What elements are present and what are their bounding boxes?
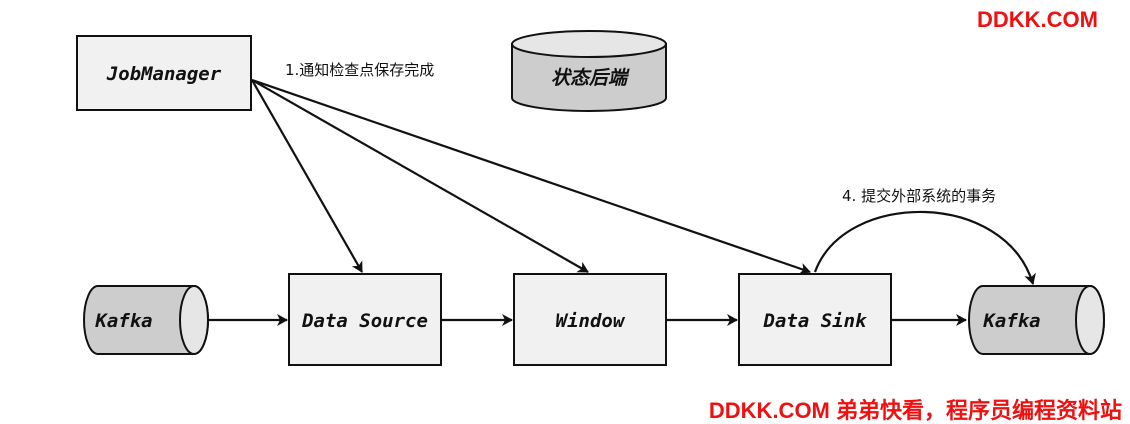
- arrow-jobmanager-to-window: [251, 79, 589, 273]
- window-node: Window: [513, 273, 667, 366]
- kafka-source-node: Kafka: [83, 285, 209, 355]
- watermark-bottom: DDKK.COM 弟弟快看，程序员编程资料站: [709, 398, 1122, 423]
- state-backend-label: 状态后端: [551, 67, 630, 89]
- jobmanager-node: JobManager: [76, 35, 252, 111]
- kafka-sink-label: Kafka: [982, 310, 1040, 332]
- window-label: Window: [556, 310, 626, 332]
- state-backend-node: 状态后端: [511, 30, 667, 112]
- arrow-commit-transaction: [813, 210, 1036, 285]
- data-sink-node: Data Sink: [738, 273, 892, 366]
- watermark-top: DDKK.COM: [977, 7, 1098, 32]
- arrow-jobmanager-to-datasource: [251, 79, 363, 273]
- kafka-sink-node: Kafka: [968, 285, 1105, 355]
- notify-checkpoint-annotation: 1.通知检查点保存完成: [285, 61, 434, 79]
- data-source-node: Data Source: [288, 273, 442, 366]
- commit-transaction-annotation: 4. 提交外部系统的事务: [842, 187, 996, 205]
- data-sink-label: Data Sink: [763, 310, 869, 332]
- arrow-jobmanager-to-datasink: [251, 78, 811, 275]
- kafka-source-label: Kafka: [94, 310, 152, 332]
- jobmanager-label: JobManager: [106, 63, 222, 85]
- data-source-label: Data Source: [301, 310, 428, 332]
